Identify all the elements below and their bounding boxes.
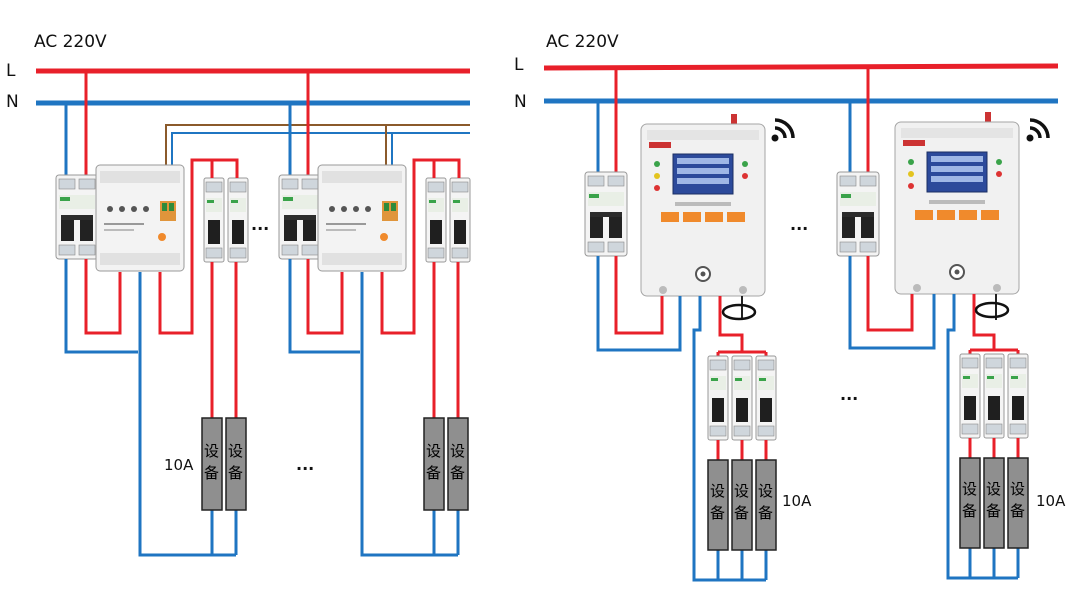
wire-neutral-2a	[288, 259, 360, 354]
load-device-r2c: 设 备	[1007, 457, 1029, 549]
wire-neutral-r2a	[848, 256, 936, 350]
current-rating-right-1: 10A	[782, 492, 812, 510]
branch-breaker-r2a	[959, 353, 981, 439]
svg-text:设: 设	[450, 442, 465, 460]
wire-neutral-1b	[138, 272, 236, 557]
load-device-r1b: 设 备	[731, 459, 753, 551]
wire-neutral-2b	[360, 272, 458, 557]
svg-text:设: 设	[1010, 480, 1025, 498]
svg-text:设: 设	[962, 480, 977, 498]
branch-breaker-r1b	[731, 355, 753, 441]
wire-live-r2b	[972, 294, 996, 350]
branch-breaker-r1c	[755, 355, 777, 441]
line-label-right: L	[514, 55, 524, 75]
wire-live-1b	[158, 158, 239, 335]
neutral-label-left: N	[6, 92, 19, 112]
wire-live-2a	[306, 259, 344, 335]
branch-breaker-2b	[449, 177, 471, 263]
branch-breaker-1b	[227, 177, 249, 263]
wireless-fire-detector-r2	[894, 121, 1020, 295]
svg-text:备: 备	[758, 504, 773, 522]
wireless-signal-icon-2	[1024, 118, 1050, 144]
current-transformer-r1	[721, 303, 757, 321]
svg-text:备: 备	[228, 464, 243, 482]
wire-neutral-r1b	[692, 296, 766, 582]
branch-breaker-r2c	[1007, 353, 1029, 439]
load-device-r2a: 设 备	[959, 457, 981, 549]
ellipsis-right-top: ...	[790, 215, 808, 234]
svg-text:备: 备	[986, 502, 1001, 520]
branch-breaker-1a	[203, 177, 225, 263]
live-busbar-right	[543, 63, 1059, 71]
wire-live-r1a	[614, 256, 664, 335]
svg-text:设: 设	[758, 482, 773, 500]
svg-text:备: 备	[734, 504, 749, 522]
current-transformer-r2	[974, 301, 1010, 319]
main-breaker-r1	[584, 171, 628, 257]
wire-live-1a	[84, 259, 122, 335]
svg-text:设: 设	[734, 482, 749, 500]
svg-text:设: 设	[228, 442, 243, 460]
ellipsis-right-middle: ...	[840, 385, 858, 404]
wireless-fire-detector-r1	[640, 123, 766, 297]
line-label-left: L	[6, 61, 16, 81]
svg-text:备: 备	[450, 464, 465, 482]
load-device-r1c: 设 备	[755, 459, 777, 551]
ellipsis-left-bottom: ...	[296, 455, 314, 474]
svg-text:备: 备	[962, 502, 977, 520]
load-device-2a: 设 备	[423, 417, 445, 511]
svg-text:备: 备	[710, 504, 725, 522]
wireless-signal-icon-1	[769, 118, 795, 144]
wire-live-r1b	[718, 296, 744, 352]
svg-text:设: 设	[426, 442, 441, 460]
main-breaker-2	[278, 174, 322, 260]
load-device-2b: 设 备	[447, 417, 469, 511]
svg-text:设: 设	[986, 480, 1001, 498]
svg-text:设: 设	[204, 442, 219, 460]
wire-neutral-1a	[64, 259, 138, 354]
load-device-r1a: 设 备	[707, 459, 729, 551]
current-rating-left: 10A	[164, 456, 194, 474]
svg-text:备: 备	[426, 464, 441, 482]
svg-text:备: 备	[1010, 502, 1025, 520]
main-breaker-r2	[836, 171, 880, 257]
supply-label-right: AC 220V	[546, 32, 619, 52]
branch-breaker-r1a	[707, 355, 729, 441]
load-device-1b: 设 备	[225, 417, 247, 511]
svg-text:设: 设	[710, 482, 725, 500]
fire-monitor-meter-1	[95, 164, 185, 272]
ellipsis-left-top-1: ...	[251, 215, 269, 234]
branch-breaker-2a	[425, 177, 447, 263]
supply-label-left: AC 220V	[34, 32, 107, 52]
main-breaker-1	[55, 174, 99, 260]
current-rating-right-2: 10A	[1036, 492, 1066, 510]
load-device-1a: 设 备	[201, 417, 223, 511]
wire-neutral-r1a	[596, 256, 682, 352]
branch-breaker-r2b	[983, 353, 1005, 439]
wire-live-r2a	[866, 256, 914, 332]
fire-monitor-meter-2	[317, 164, 407, 272]
wire-live-2b	[380, 158, 461, 335]
load-device-r2b: 设 备	[983, 457, 1005, 549]
svg-text:备: 备	[204, 464, 219, 482]
neutral-label-right: N	[514, 92, 527, 112]
left-panel: AC 220V L N ... 设 备 设	[6, 32, 471, 557]
right-panel: AC 220V L N ... 设 备	[514, 32, 1066, 582]
